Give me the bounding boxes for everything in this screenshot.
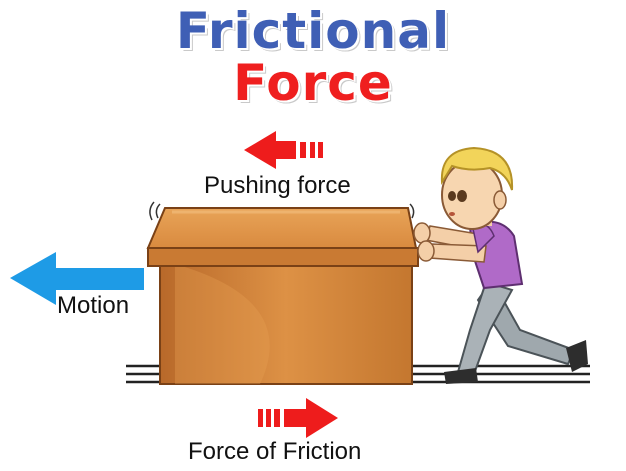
force-of-friction-label: Force of Friction xyxy=(188,438,362,465)
boy-pushing-illustration xyxy=(413,146,588,384)
pushing-force-label: Pushing force xyxy=(204,172,351,199)
diagram-title-line-1: Frictional xyxy=(175,2,451,60)
motion-arrow xyxy=(10,252,144,305)
wooden-box xyxy=(146,201,419,385)
motion-label: Motion xyxy=(57,292,130,319)
force-of-friction-arrow xyxy=(258,398,338,438)
pushing-force-arrow xyxy=(244,131,323,169)
diagram-title-line-2: Force xyxy=(233,54,393,112)
